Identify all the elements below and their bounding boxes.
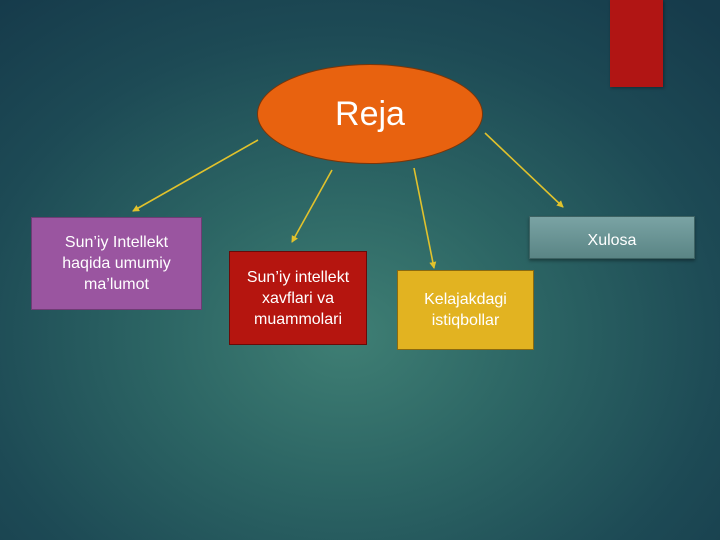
- topic-label: Kelajakdagi istiqbollar: [424, 291, 507, 329]
- topic-label: Sun’iy Intellekt haqida umumiy ma’lumot: [62, 234, 171, 293]
- arrow-to-topic-3: [413, 167, 437, 269]
- topic-label: Sun’iy intellekt xavflari va muammolari: [246, 268, 350, 328]
- accent-bar: [610, 0, 663, 87]
- topic-box-risks: Sun’iy intellekt xavflari va muammolari: [229, 251, 367, 345]
- topic-box-conclusion: Xulosa: [529, 216, 695, 259]
- hub-label: Reja: [335, 94, 405, 133]
- arrow-to-topic-2: [291, 169, 333, 243]
- arrow-to-topic-1: [132, 139, 259, 212]
- topic-label: Xulosa: [587, 232, 637, 249]
- topic-box-future: Kelajakdagi istiqbollar: [397, 270, 534, 350]
- arrow-to-topic-4: [484, 132, 564, 208]
- topic-box-general-info: Sun’iy Intellekt haqida umumiy ma’lumot: [31, 217, 202, 310]
- hub-ellipse: Reja: [257, 64, 483, 164]
